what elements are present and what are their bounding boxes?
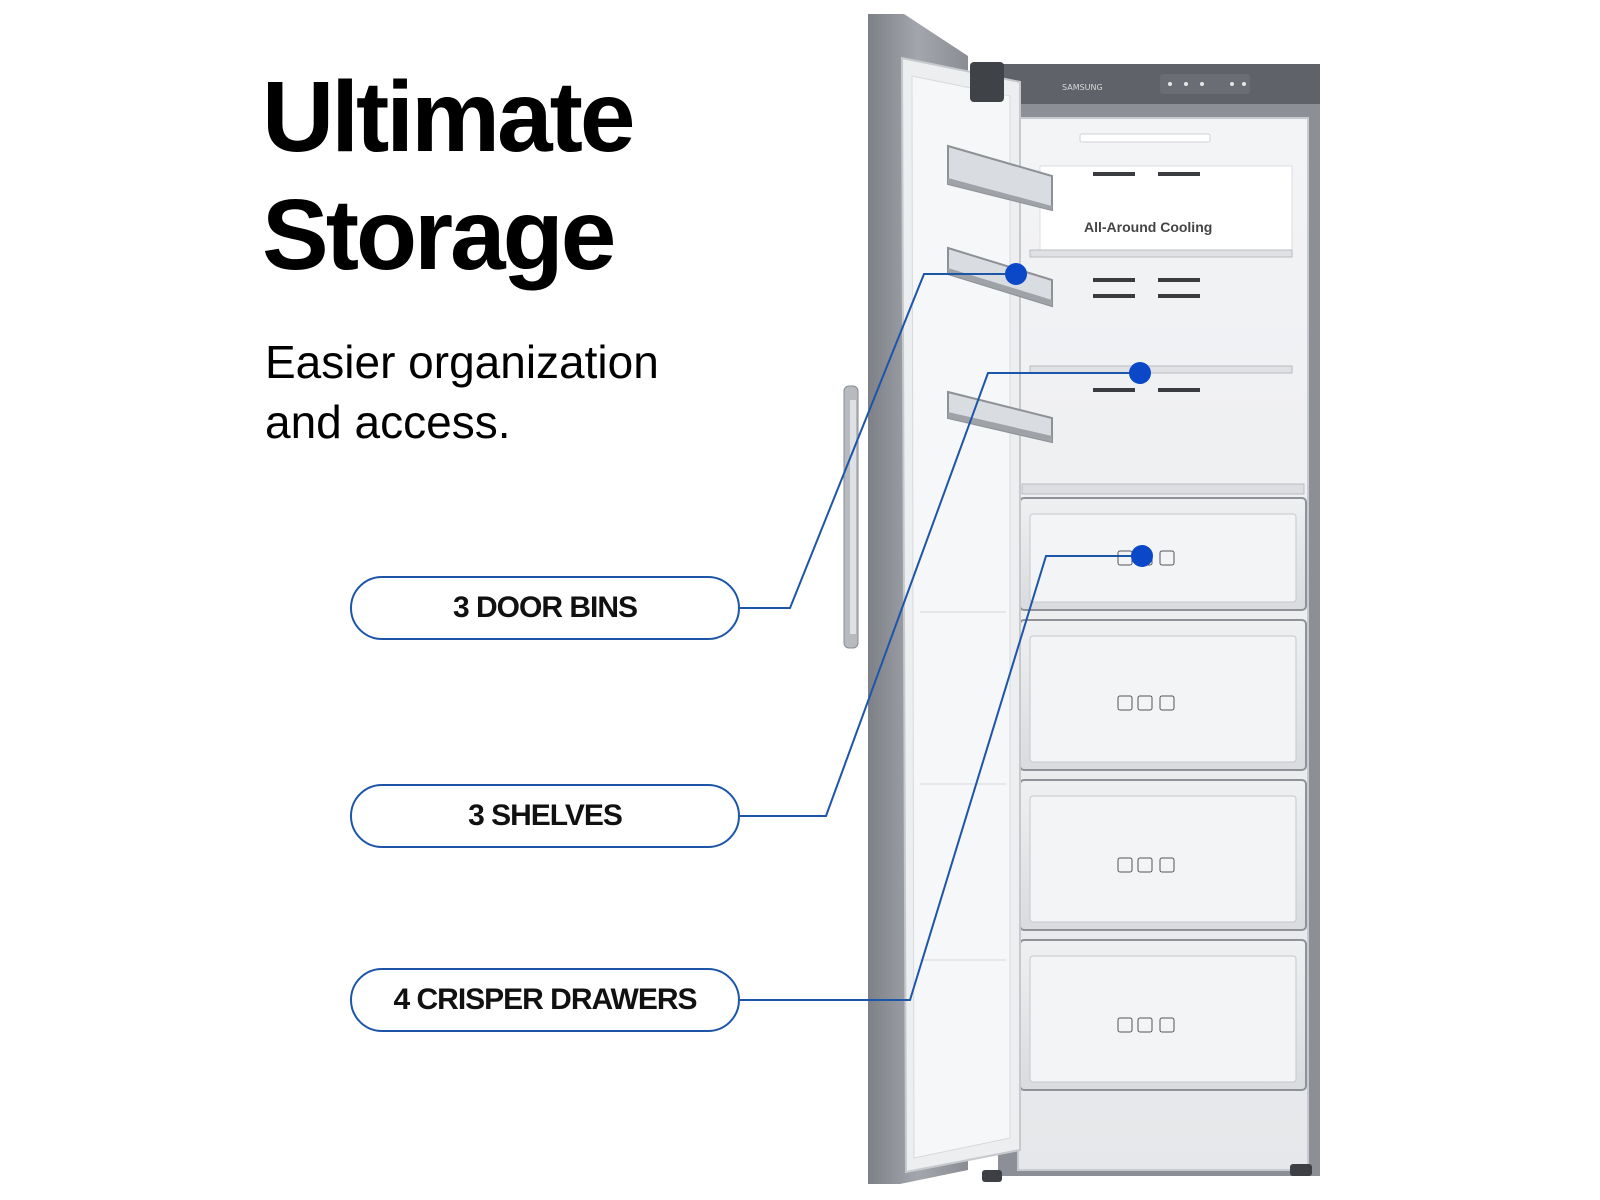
subheadline: Easier organization and access. xyxy=(265,332,659,452)
headline-line-2: Storage xyxy=(262,179,616,291)
brand-logo: SAMSUNG xyxy=(1062,83,1103,92)
crisper-drawer xyxy=(1019,779,1307,931)
door-handle xyxy=(843,385,859,649)
fridge-door xyxy=(843,14,1053,1184)
headline: Ultimate Storage xyxy=(262,58,636,294)
subheadline-line-2: and access. xyxy=(265,396,511,448)
subheadline-line-1: Easier organization xyxy=(265,336,659,388)
shelf xyxy=(1021,483,1305,495)
shelf xyxy=(1029,365,1293,374)
shelf xyxy=(1029,249,1293,258)
callout-crisper-drawers: 4 CRISPER DRAWERS xyxy=(350,968,740,1032)
crisper-drawer xyxy=(1019,619,1307,771)
air-panel xyxy=(1039,165,1293,255)
door-bin xyxy=(947,144,1053,212)
all-around-cooling-label: All-Around Cooling xyxy=(1084,219,1212,235)
headline-line-1: Ultimate xyxy=(262,61,636,173)
fridge-cabinet: SAMSUNG All-Around Cooling xyxy=(982,64,1320,1182)
callout-shelves: 3 SHELVES xyxy=(350,784,740,848)
crisper-drawer xyxy=(1019,497,1307,611)
control-panel xyxy=(1160,74,1250,94)
crisper-drawer xyxy=(1019,939,1307,1091)
callout-door-bins: 3 DOOR BINS xyxy=(350,576,740,640)
